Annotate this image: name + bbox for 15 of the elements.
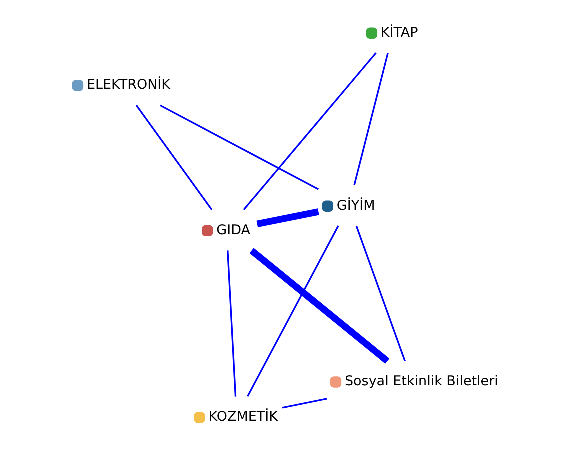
- connector: [135, 105, 212, 210]
- node-label: ELEKTRONİK: [86, 77, 170, 94]
- connector: [282, 398, 327, 409]
- connector: [353, 53, 388, 186]
- node-label: KİTAP: [380, 24, 418, 41]
- connector: [355, 226, 406, 362]
- connector: [256, 208, 319, 228]
- connector: [226, 250, 236, 397]
- node-label: KOZMETİK: [208, 409, 278, 426]
- node-label: GİYİM: [336, 198, 375, 214]
- node-label: GIDA: [216, 222, 250, 238]
- connector: [242, 52, 376, 210]
- node-label: Sosyal Etkinlik Biletleri: [344, 374, 498, 390]
- connector: [159, 104, 319, 190]
- connector: [246, 226, 339, 398]
